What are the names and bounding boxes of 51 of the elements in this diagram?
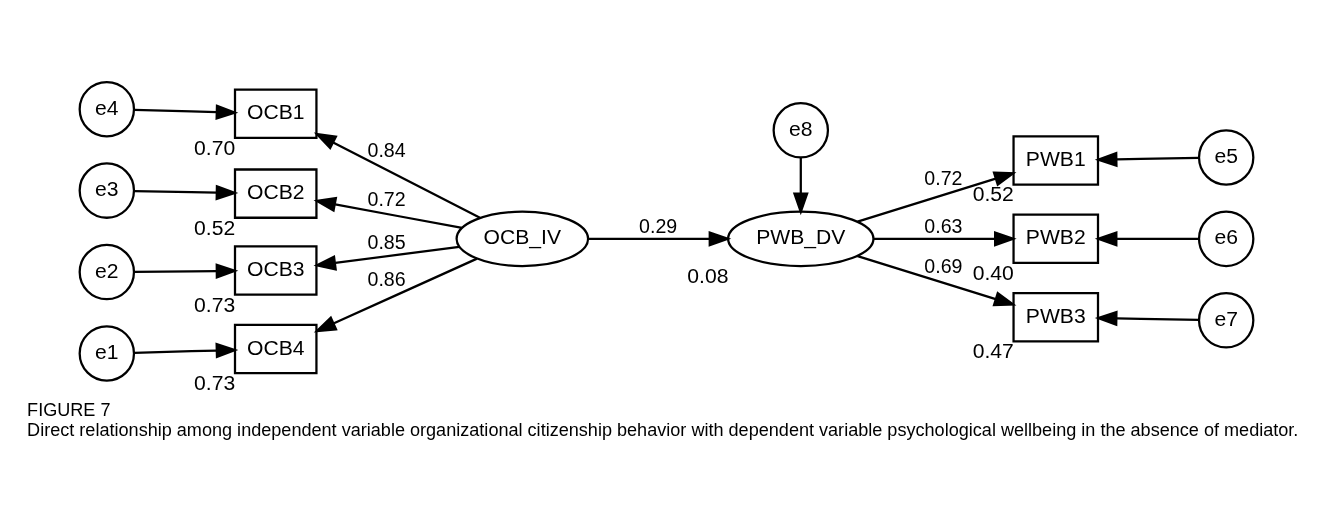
edge-label: 0.86 (367, 268, 406, 291)
edge-label: 0.85 (367, 230, 406, 253)
node-circle: e8 (772, 102, 830, 159)
node-circle: e2 (78, 243, 136, 301)
arrow (134, 184, 239, 201)
node-circle: e4 (78, 80, 136, 138)
node-label: 0.47 (972, 339, 1014, 363)
arrow (1094, 151, 1199, 168)
node-label: 0.08 (687, 263, 729, 287)
node-box: OCB1 (233, 88, 318, 139)
node-box: PWB1 (1012, 135, 1100, 186)
arrow (313, 257, 478, 333)
node-label: 0.40 (972, 260, 1014, 284)
node-box: PWB3 (1012, 292, 1100, 343)
arrow (1094, 310, 1199, 327)
arrow (792, 157, 809, 216)
edge-label: 0.84 (367, 138, 406, 161)
arrow (313, 245, 460, 271)
node-circle: e3 (78, 162, 136, 219)
arrow (873, 230, 1017, 247)
edge-label: 0.72 (367, 188, 406, 211)
edge-label: 0.29 (639, 215, 678, 238)
node-circle: e5 (1197, 129, 1255, 186)
caption: Direct relationship among independent variable organizational citizenship behavior with dependent variable psychological wellbeing in the absence of mediator. (27, 419, 1299, 440)
edge-label: 0.69 (924, 254, 963, 277)
node-box: OCB2 (233, 168, 318, 219)
arrow (134, 104, 239, 121)
node-label: 0.70 (194, 135, 236, 159)
arrow (134, 342, 239, 359)
arrow (134, 263, 239, 279)
arrow (857, 255, 1017, 307)
node-box: OCB4 (233, 323, 318, 375)
node-label: 0.52 (194, 215, 236, 239)
diagram-title: FIGURE 7 (27, 400, 111, 421)
arrow (313, 132, 481, 219)
node-label: 0.52 (972, 182, 1014, 206)
arrow (857, 171, 1017, 223)
node-circle: e7 (1197, 292, 1255, 349)
node-circle: e1 (78, 325, 136, 382)
node-box: OCB3 (233, 245, 318, 296)
arrow (313, 196, 463, 230)
arrow (588, 230, 732, 247)
node-label: 0.73 (194, 292, 236, 316)
node-circle: e6 (1197, 210, 1255, 268)
arrow (1094, 230, 1199, 247)
node-label: 0.73 (194, 370, 236, 394)
node-ellipse: OCB_IV (455, 210, 590, 268)
edge-label: 0.63 (924, 215, 963, 238)
node-ellipse: PWB_DV (727, 210, 875, 268)
edge-label: 0.72 (924, 167, 963, 190)
node-box: PWB2 (1012, 213, 1100, 265)
